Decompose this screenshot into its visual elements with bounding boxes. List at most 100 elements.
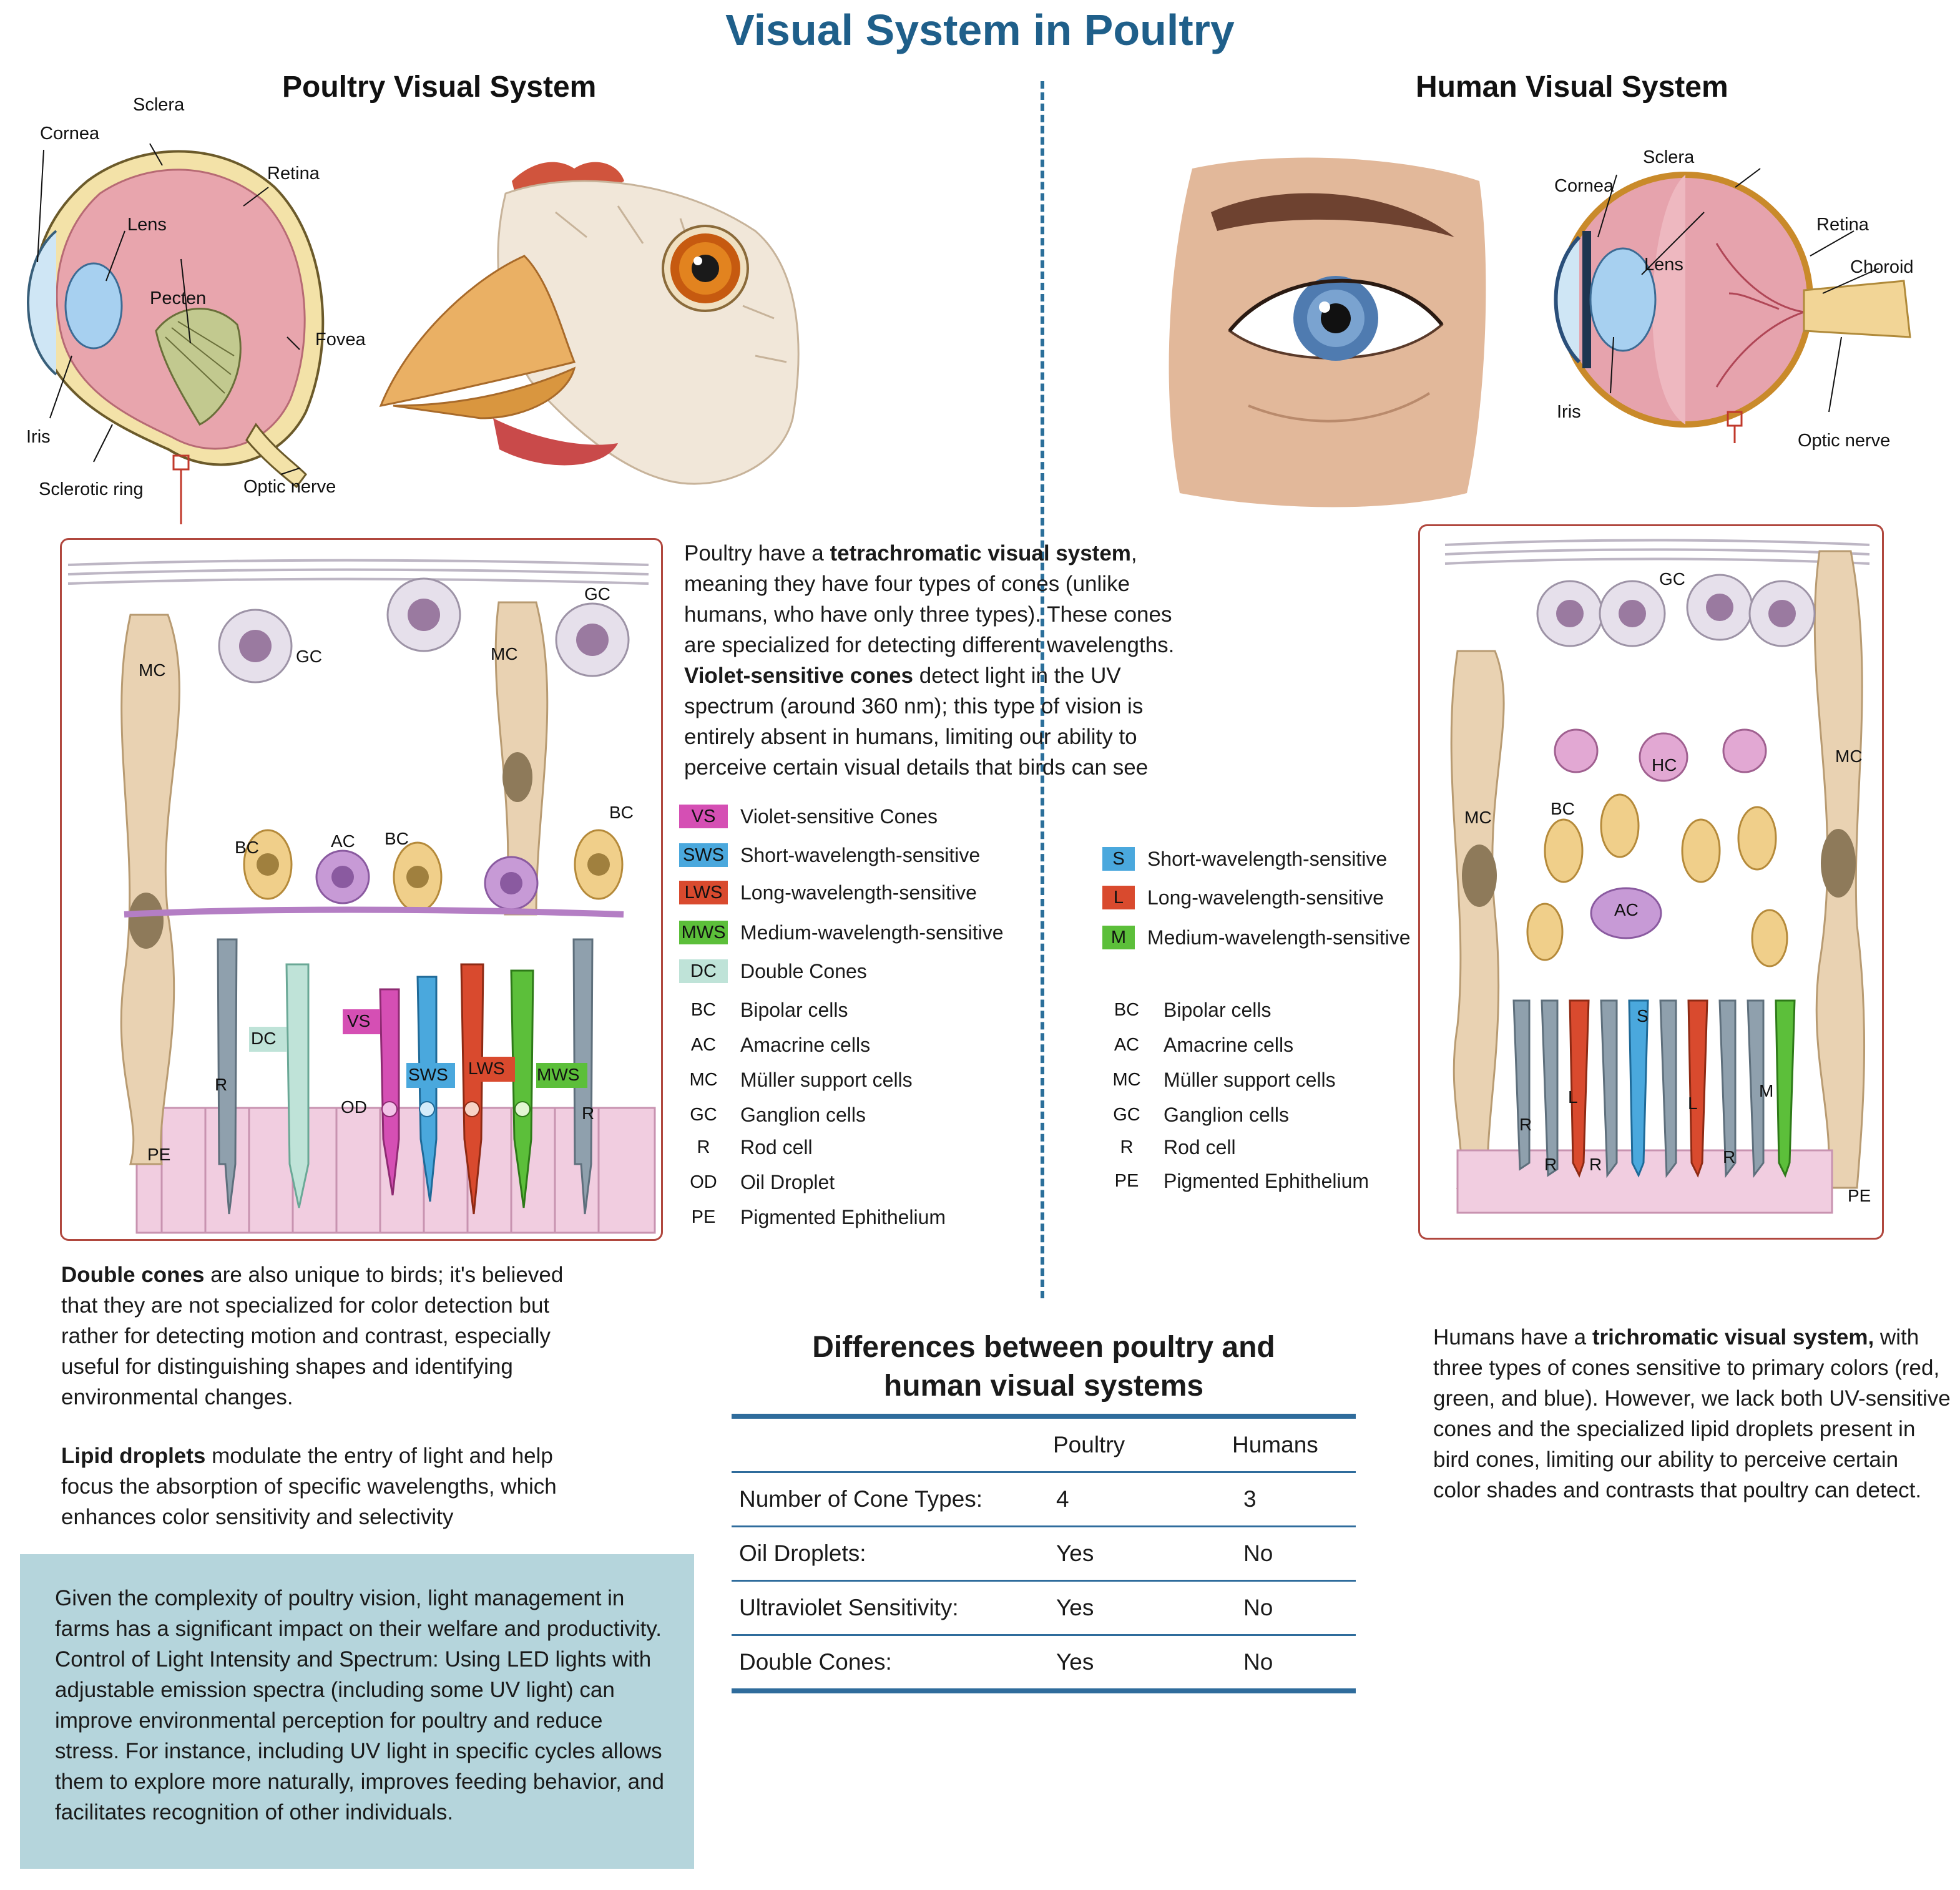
poultry-label-iris: Iris [26,427,51,447]
human-legend-code: GC [1113,1105,1140,1125]
intro-bold-1: tetrachromatic visual system [830,541,1131,566]
human-cell-r-4: R [1723,1147,1736,1167]
poultry-cell-mc-2: MC [491,644,518,663]
human-retina-box [1418,524,1884,1240]
human-legend-text: Pigmented Ephithelium [1164,1169,1370,1192]
table-row: Number of Cone Types: 4 3 [732,1471,1356,1525]
human-label-sclera: Sclera [1643,147,1695,167]
poultry-intro-text: Poultry have a tetrachromatic visual sys… [684,538,1196,783]
comparison-table: Poultry Humans Number of Cone Types: 4 3… [732,1414,1356,1693]
row-label: Number of Cone Types: [739,1486,983,1512]
poultry-legend-code: LWS [679,881,728,904]
human-label-lens: Lens [1644,255,1683,275]
poultry-tag-vs: VS [347,1011,371,1031]
header-humans: Humans [1232,1432,1318,1457]
poultry-tag-dc: DC [251,1029,277,1048]
poultry-label-fovea: Fovea [315,330,366,350]
poultry-legend-code: BC [690,1000,717,1020]
light-management-text: Given the complexity of poultry vision, … [55,1586,665,1824]
poultry-legend-code: MC [689,1070,718,1090]
poultry-cell-gc-1: GC [584,584,610,604]
poultry-label-optic-nerve: Optic nerve [243,477,336,497]
human-legend-code: AC [1114,1035,1140,1055]
table-row: Ultraviolet Sensitivity: Yes No [732,1580,1356,1634]
human-legend-row: AC Amacrine cells [1102,1032,1293,1057]
poultry-label-sclerotic-ring: Sclerotic ring [39,479,144,499]
double-cones-bold: Double cones [61,1263,205,1287]
intro-text-2: , meaning they have four types of cones … [684,541,1175,657]
poultry-tag-sws: SWS [408,1065,448,1084]
human-cell-hc: HC [1652,755,1677,775]
human-retina-cells [1444,539,1870,1214]
human-tag-l-2: L [1688,1094,1698,1113]
poultry-legend-text: Amacrine cells [740,1033,871,1056]
poultry-cell-od: OD [341,1097,367,1117]
human-legend-code: PE [1114,1171,1139,1191]
poultry-legend-code: MWS [679,921,728,944]
poultry-legend-code: SWS [679,843,728,867]
poultry-legend-row: DC Double Cones [679,959,867,984]
poultry-legend-row: BC Bipolar cells [679,997,848,1022]
chicken-head-illustration [379,162,800,485]
intro-bold-2: Violet-sensitive cones [684,663,914,688]
poultry-label-cornea: Cornea [40,124,100,144]
human-legend-row: PE Pigmented Ephithelium [1102,1168,1369,1193]
poultry-legend-text: Bipolar cells [740,998,848,1021]
poultry-legend-text: Müller support cells [740,1068,913,1091]
human-cell-mc-2: MC [1464,808,1492,827]
poultry-cell-mc-1: MC [139,660,166,680]
poultry-legend-text: Double Cones [740,959,867,982]
poultry-cell-ac: AC [331,831,355,851]
human-tag-m: M [1759,1081,1774,1100]
comparison-title-line2: human visual systems [883,1369,1204,1403]
double-cones-rest: are also unique to birds; it's believed … [61,1263,564,1409]
poultry-legend-text: Oil Droplet [740,1170,835,1193]
human-legend-row: MC Müller support cells [1102,1067,1336,1092]
poultry-label-pecten: Pecten [150,288,207,308]
poultry-legend-code: OD [690,1172,717,1192]
page-title: Visual System in Poultry [725,6,1235,54]
poultry-label-retina: Retina [267,164,320,184]
row-humans: No [1243,1595,1273,1620]
double-cones-text: Double cones are also unique to birds; i… [61,1260,586,1413]
poultry-legend-text: Rod cell [740,1135,813,1158]
poultry-label-sclera: Sclera [133,95,185,115]
comparison-header-row: Poultry Humans [732,1419,1356,1471]
poultry-legend-row: SWS Short-wavelength-sensitive [679,843,980,868]
poultry-legend-text: Short-wavelength-sensitive [740,843,981,866]
human-legend-code: R [1120,1137,1134,1157]
human-tag-s: S [1637,1006,1649,1026]
intro-text-1: Poultry have a [684,541,830,566]
poultry-cell-bc-2: BC [385,829,409,848]
human-cell-r-2: R [1544,1155,1557,1174]
poultry-cell-r-1: R [215,1075,228,1094]
human-summary-text: Humans have a trichromatic visual system… [1433,1322,1951,1506]
intro-text-3: detect light in the UV spectrum (around … [684,663,1149,780]
poultry-legend-code: VS [679,805,728,828]
human-label-iris: Iris [1557,402,1581,422]
human-label-choroid: Choroid [1850,257,1914,277]
poultry-legend-code: DC [679,959,728,983]
human-cell-mc-1: MC [1835,747,1863,766]
row-humans: No [1243,1540,1273,1566]
human-cell-gc: GC [1659,569,1685,589]
human-cell-ac: AC [1614,900,1639,919]
poultry-legend-code: PE [691,1207,716,1227]
row-humans: 3 [1243,1486,1257,1512]
human-legend-code: MC [1112,1070,1141,1090]
poultry-cell-bc-3: BC [609,803,634,822]
human-summary-bold: trichromatic visual system, [1592,1325,1874,1349]
human-legend-text: Amacrine cells [1164,1033,1294,1056]
human-legend-text: Müller support cells [1164,1068,1336,1091]
human-cell-r-3: R [1589,1155,1602,1174]
human-legend-code: L [1102,886,1135,909]
human-legend-code: M [1102,926,1135,949]
row-label: Double Cones: [739,1649,892,1675]
lipid-rest: modulate the entry of light and help foc… [61,1444,557,1529]
row-poultry: Yes [1056,1595,1094,1620]
